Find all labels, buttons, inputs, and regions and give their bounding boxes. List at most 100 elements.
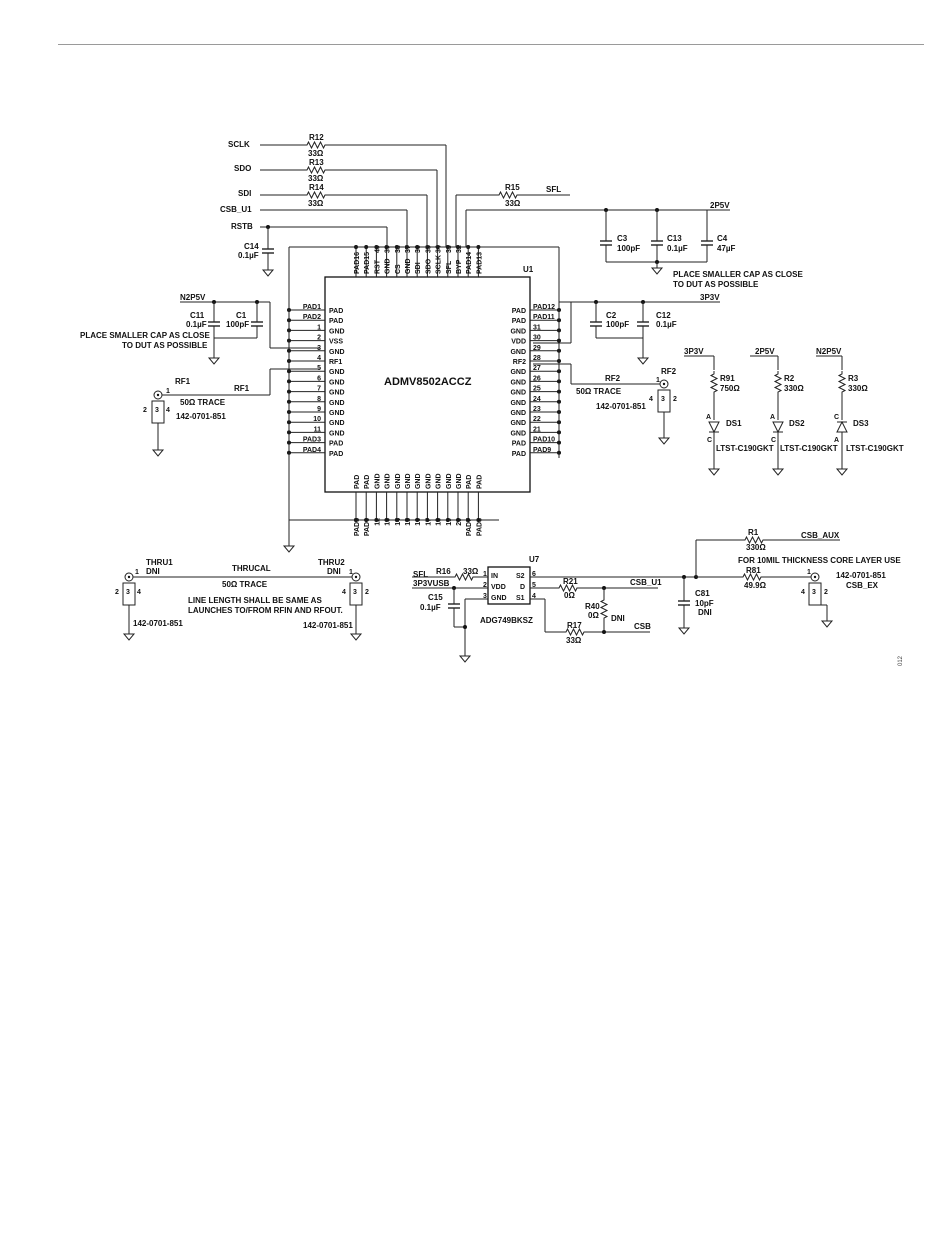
svg-text:2: 2 <box>365 589 369 596</box>
net-3p3vusb: 3P3VUSB <box>413 579 450 588</box>
thru1-dni: DNI <box>146 567 160 576</box>
r14-val: 33Ω <box>308 199 324 208</box>
u1-top-pin-name: CS <box>395 264 402 274</box>
net-rstb: RSTB <box>231 222 253 231</box>
u1-bottom-pin-number: 14 <box>395 518 402 526</box>
u1-bottom-pin-number: 18 <box>436 518 443 526</box>
r14-ref: R14 <box>309 183 324 192</box>
u1-left-pin-ext: PAD1 <box>303 304 321 311</box>
u1-right-pin-int: RF2 <box>513 359 526 366</box>
net-rf2: RF2 <box>605 374 621 383</box>
u1-left-pin-ext: PAD2 <box>303 314 321 321</box>
u1-top-pin-number: 33 <box>446 245 453 253</box>
u1-left-pin-int: PAD <box>329 318 343 325</box>
u1-left-pin-int: PAD <box>329 441 343 448</box>
header-rule <box>58 44 924 45</box>
u1-right-pin-int: PAD <box>512 308 526 315</box>
u7-body <box>487 566 531 605</box>
u1-right-pin-ext: 30 <box>533 335 541 342</box>
svg-text:1: 1 <box>483 571 487 578</box>
u1-bottom-pin-name: GND <box>415 473 422 489</box>
u1-left-pin-int: GND <box>329 420 345 427</box>
thru2-dni: DNI <box>327 567 341 576</box>
u1-ref: U1 <box>523 265 534 274</box>
u1-top-pin-name: BYP <box>456 259 463 274</box>
u1-left-pin-int: VSS <box>329 339 343 346</box>
net-sclk: SCLK <box>228 140 250 149</box>
u1-right-pin-ext: PAD10 <box>533 437 555 444</box>
u1-left-pin-int: GND <box>329 430 345 437</box>
svg-text:S2: S2 <box>516 573 525 580</box>
r3-ref: R3 <box>848 374 859 383</box>
u7-part: ADG749BKSZ <box>480 616 533 625</box>
r12-ref: R12 <box>309 133 324 142</box>
u1-part-number: ADMV8502ACCZ <box>384 376 472 388</box>
u1-right-pin-ext: 24 <box>533 396 541 403</box>
note-cap-close-top-1: PLACE SMALLER CAP AS CLOSE <box>673 270 803 279</box>
thru1-ref: THRU1 <box>146 558 173 567</box>
u1-right-pin-int: GND <box>510 430 526 437</box>
u1-bottom-bus <box>283 519 499 553</box>
net-n2p5v-led: N2P5V <box>816 347 842 356</box>
u7-switch: U7 ADG749BKSZ 1 2 3 IN VDD GND S2 D S1 6… <box>412 555 696 663</box>
u1-left-pin-ext: PAD3 <box>303 437 321 444</box>
figure-id: 012 <box>898 655 904 666</box>
u1-right-pin-int: PAD <box>512 318 526 325</box>
thru2-ref: THRU2 <box>318 558 345 567</box>
u1-right-pin-int: GND <box>510 369 526 376</box>
svg-text:2: 2 <box>824 589 828 596</box>
u1-top-pin-name: PAD15 <box>364 252 371 274</box>
rf2-connector: RF2 50Ω TRACE 142-0701-851 RF2 1 4 3 2 <box>533 363 677 445</box>
net-csb-u1: CSB_U1 <box>220 205 252 214</box>
svg-text:2: 2 <box>483 582 487 589</box>
svg-text:IN: IN <box>491 573 498 580</box>
u1-right-pin-int: GND <box>510 420 526 427</box>
ds3-part: LTST-C190GKT <box>846 444 904 453</box>
net-csb-ex: CSB_EX <box>846 581 879 590</box>
u1-bottom-pin-name: GND <box>385 473 392 489</box>
c15-val: 0.1µF <box>420 603 441 612</box>
c12-val: 0.1µF <box>656 320 677 329</box>
svg-text:VDD: VDD <box>491 584 506 591</box>
r40-dni: DNI <box>611 614 625 623</box>
c4-ref: C4 <box>717 234 728 243</box>
svg-text:GND: GND <box>491 595 507 602</box>
u1-bottom-pin-name: GND <box>395 473 402 489</box>
svg-text:4: 4 <box>137 589 141 596</box>
u1-top-pin-name: GND <box>385 258 392 274</box>
u1-right-pin-int: VDD <box>511 339 526 346</box>
u1-bottom-pin-name: PAD <box>354 475 361 489</box>
u1-top-pin-name: PAD13 <box>476 252 483 274</box>
right-supply: 3P3V C2 100pF C12 0.1µF <box>533 293 720 365</box>
note-cap-close-left-2: TO DUT AS POSSIBLE <box>122 341 208 350</box>
c12-ref: C12 <box>656 311 671 320</box>
u1-right-pin-ext: 26 <box>533 375 541 382</box>
r81-val: 49.9Ω <box>744 581 767 590</box>
u1-right-pins: PAD12PADPAD11PAD31GND30VDD29GND28RF227GN… <box>510 304 561 458</box>
u1-top-pin-number: 37 <box>405 245 412 253</box>
r91-ref: R91 <box>720 374 735 383</box>
u1-bottom-pin-name: GND <box>405 473 412 489</box>
u1-top-pin-name: PAD14 <box>466 252 473 274</box>
u1-top-pin-number: 36 <box>415 245 422 253</box>
r12-val: 33Ω <box>308 149 324 158</box>
r40-ref: R40 <box>585 602 600 611</box>
left-supply: N2P5V C11 0.1µF C1 100pF PLACE SMALLER C… <box>80 293 320 365</box>
rf2-conn-ref: RF2 <box>661 367 677 376</box>
r81-ref: R81 <box>746 566 761 575</box>
u1-bottom-pin-name: PAD <box>364 475 371 489</box>
u1-top-pin-name: RST <box>374 259 381 274</box>
svg-text:3: 3 <box>661 396 665 403</box>
u1-left-pin-ext: 6 <box>317 375 321 382</box>
net-3p3v-right: 3P3V <box>700 293 720 302</box>
u1-bottom-pin-name: GND <box>446 473 453 489</box>
u1-right-pin-int: GND <box>510 328 526 335</box>
u1-top-pin-name: SCLK <box>436 255 443 274</box>
u1-bottom-pin-number: 16 <box>415 518 422 526</box>
r2-ref: R2 <box>784 374 795 383</box>
note-trace-thru: 50Ω TRACE <box>222 580 268 589</box>
rf1-conn-ref: RF1 <box>175 377 191 386</box>
net-3p3v-led: 3P3V <box>684 347 704 356</box>
c3-ref: C3 <box>617 234 628 243</box>
